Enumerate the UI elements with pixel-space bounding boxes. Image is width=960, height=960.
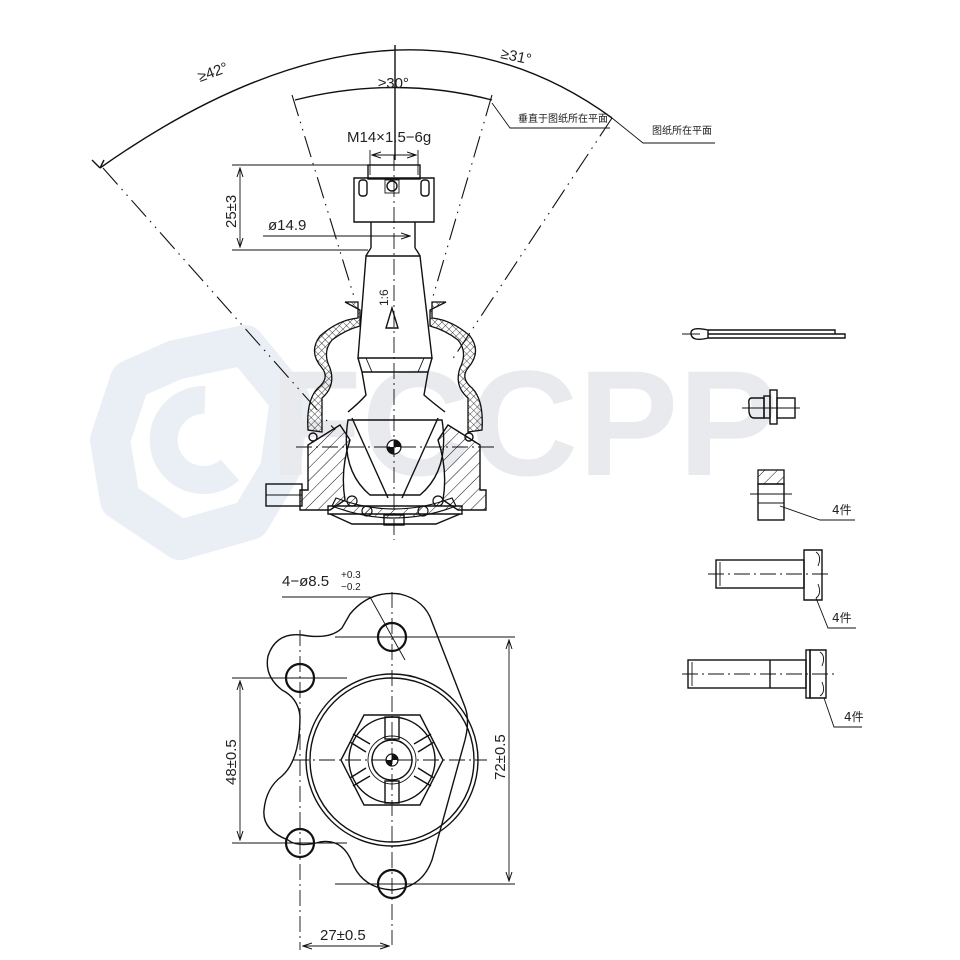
cotter-pin-icon	[682, 327, 846, 341]
hex-nut-logo-icon	[90, 325, 310, 560]
hole-spec-label: 4−ø8.5	[282, 573, 329, 590]
outer-spacing-dimension-label: 72±0.5	[492, 734, 509, 780]
long-bolt-icon: 4件	[682, 649, 864, 728]
taper-ratio-label: 1:6	[377, 289, 391, 306]
height-dimension-label: 25±3	[223, 195, 240, 228]
thread-spec-label: M14×1.5−6g	[347, 129, 431, 146]
angle-outer-right-label: ≥31°	[499, 45, 533, 68]
inner-spacing-dimension-label: 48±0.5	[223, 739, 240, 785]
long-bolt-qty: 4件	[844, 710, 864, 724]
hole-tolerance-upper: +0.3	[341, 570, 361, 581]
horizontal-offset-dimension-label: 27±0.5	[320, 927, 366, 944]
ball-joint-bottom-view: 4−ø8.5 +0.3 −0.2 48±0.5 72±0.5 27±0.5	[223, 570, 515, 950]
angle-inner-label: ≥30°	[378, 75, 409, 92]
angle-dimensions: ≥42° ≥31° ≥30° 垂直于图纸所在平面 图纸所在平面	[91, 45, 715, 431]
short-bolt-qty: 4件	[832, 611, 852, 625]
angle-outer-left-label: ≥42°	[196, 59, 231, 86]
lock-nut-qty: 4件	[832, 503, 852, 517]
parts-list: 4件 4件 4件	[682, 327, 864, 728]
short-bolt-icon: 4件	[708, 549, 856, 629]
note-drawing-plane: 图纸所在平面	[652, 124, 712, 137]
ball-joint-side-view: M14×1.5−6g 25±3 ø14.9 1:6	[223, 129, 494, 540]
grease-fitting-icon	[742, 389, 800, 425]
diameter-dimension-label: ø14.9	[268, 217, 306, 234]
watermark-text: FCCPP	[270, 339, 778, 507]
note-perpendicular-plane: 垂直于图纸所在平面	[518, 112, 608, 125]
lock-nut-icon: 4件	[750, 469, 855, 521]
hole-tolerance-lower: −0.2	[341, 582, 361, 593]
